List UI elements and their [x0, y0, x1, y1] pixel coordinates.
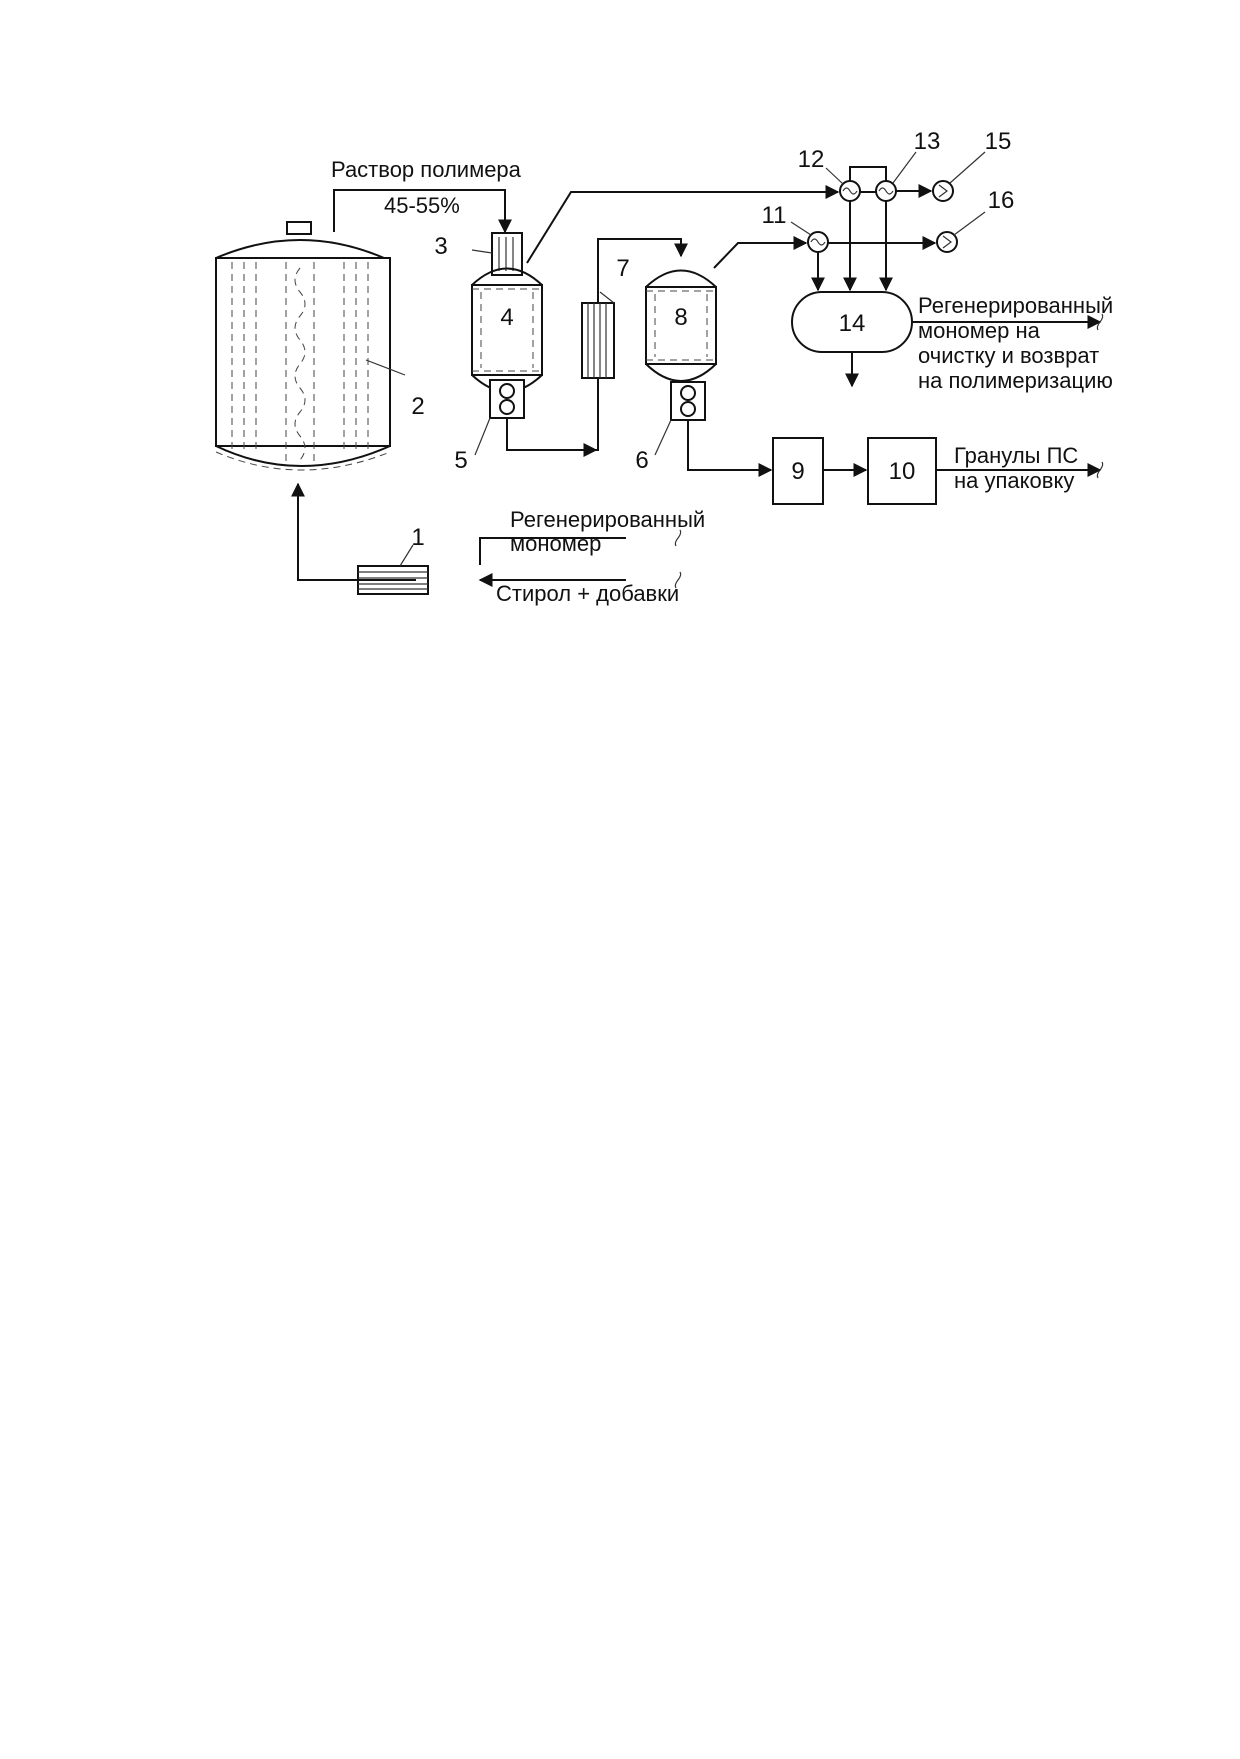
label-16: 16	[988, 187, 1015, 214]
reactor-2	[215, 221, 406, 471]
unit-9	[772, 437, 824, 505]
label-7: 7	[616, 255, 629, 282]
stream-labels: Раствор полимера 45-55% Регенерированный…	[331, 157, 1113, 606]
label-regen-out-1: Регенерированный	[918, 293, 1113, 318]
label-styrene: Стирол + добавки	[496, 581, 679, 606]
label-6: 6	[635, 447, 648, 474]
label-regen-out-2: мономер на	[918, 318, 1041, 343]
reactor-2-nozzle	[286, 221, 312, 235]
flow-lines	[291, 166, 1104, 589]
label-14: 14	[839, 310, 866, 337]
label-regen-in-2: мономер	[510, 531, 601, 556]
label-3: 3	[434, 233, 447, 260]
label-granules-2: на упаковку	[954, 468, 1074, 493]
label-5: 5	[454, 447, 467, 474]
heater-7	[581, 291, 615, 379]
vacuum-pump-15	[932, 151, 986, 202]
label-polymer-solution: Раствор полимера	[331, 157, 522, 182]
label-2: 2	[411, 393, 424, 420]
unit-10	[867, 437, 937, 505]
label-regen-in-1: Регенерированный	[510, 507, 705, 532]
label-9: 9	[791, 458, 804, 485]
condenser-11	[790, 221, 829, 253]
heat-exchanger-1	[357, 544, 429, 595]
label-8: 8	[674, 304, 687, 331]
condenser-12	[825, 167, 861, 202]
label-granules-1: Гранулы ПС	[954, 443, 1078, 468]
condenser-13	[875, 151, 917, 202]
equipment-numbers: 4 8 9 10 14 1 2 3 5 6 7 11 12 13 15 16	[411, 128, 1014, 551]
label-4: 4	[500, 304, 513, 331]
label-10: 10	[889, 458, 916, 485]
label-1: 1	[411, 524, 424, 551]
label-regen-out-3: очистку и возврат	[918, 343, 1099, 368]
label-15: 15	[985, 128, 1012, 155]
vacuum-pump-16	[936, 211, 986, 253]
devolatilizer-8	[645, 269, 717, 456]
label-12: 12	[798, 146, 825, 173]
label-regen-out-4: на полимеризацию	[918, 368, 1113, 393]
label-concentration: 45-55%	[384, 193, 460, 218]
devolatilizer-4	[471, 232, 543, 456]
label-13: 13	[914, 128, 941, 155]
label-11: 11	[762, 202, 787, 229]
